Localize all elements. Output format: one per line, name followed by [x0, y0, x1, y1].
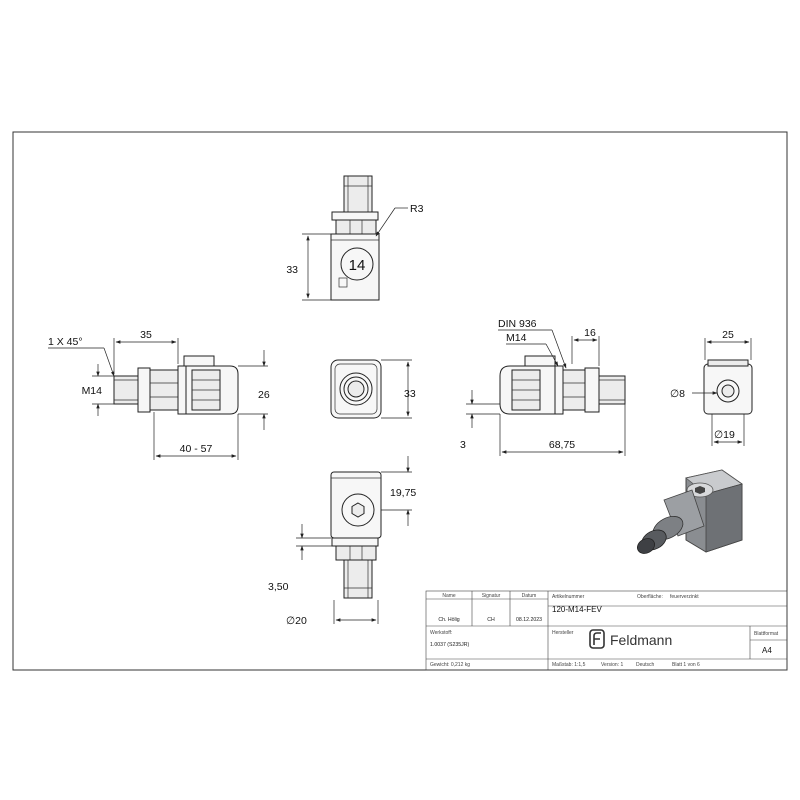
tb-label-sprache: Deutsch: [636, 662, 655, 668]
top-height-label: 33: [286, 264, 298, 276]
tb-label-version: Version: 1: [601, 662, 623, 668]
title-block: Name Signatur Datum Ch. Hölig CH 08.12.2…: [425, 590, 788, 671]
right-din-label: DIN 936: [498, 318, 537, 330]
left-length-label: 40 - 57: [180, 443, 213, 455]
tb-label-oberflaeche: Oberfläche:: [637, 594, 663, 600]
left-thread-label: M14: [82, 385, 103, 397]
tb-label-blatt: Blatt 1 von 6: [672, 662, 700, 668]
tb-value-name: Ch. Hölig: [438, 617, 459, 623]
feldmann-logo-icon: [589, 629, 605, 649]
side-view: 25 ∅8 ∅19: [670, 329, 753, 446]
bottom-offset-label: 3,50: [268, 581, 289, 593]
tb-label-hersteller: Hersteller: [552, 630, 574, 636]
tb-value-datum: 08.12.2023: [516, 617, 542, 623]
side-dia-label: ∅19: [714, 429, 735, 441]
tb-value-artikel: 120-M14-FEV: [552, 605, 602, 614]
tb-value-oberflaeche: feuerverzinkt: [670, 594, 699, 600]
side-width-label: 25: [722, 329, 734, 341]
top-badge-number: 14: [349, 257, 366, 274]
right-thread-label: M14: [506, 332, 527, 344]
right-view: DIN 936 M14 16 3 68,75: [460, 318, 626, 456]
right-offset-label: 3: [460, 439, 466, 451]
tb-value-blattformat: A4: [762, 646, 772, 655]
bottom-dia-label: ∅20: [286, 615, 307, 627]
front-view: 33: [330, 359, 416, 419]
tb-label-massstab: Maßstab: 1:1,5: [552, 662, 586, 668]
bottom-height-label: 19,75: [390, 487, 416, 499]
tb-header-datum: Datum: [522, 593, 537, 599]
tb-value-signatur: CH: [487, 617, 495, 623]
tb-label-artikel: Artikelnummer: [552, 594, 585, 600]
tb-label-gewicht: Gewicht: 0,212 kg: [430, 662, 470, 668]
right-length-label: 68,75: [549, 439, 575, 451]
drawing-frame: [12, 131, 788, 671]
front-height-label: 33: [404, 388, 416, 400]
isometric-render: [637, 469, 743, 554]
tb-label-blattformat: Blattformat: [754, 631, 779, 637]
tb-label-werkstoff: Werkstoff:: [430, 630, 452, 636]
side-bore-label: ∅8: [670, 388, 685, 400]
top-r3-label: R3: [410, 203, 424, 215]
left-height-label: 26: [258, 389, 270, 401]
top-view: 14 33 R3: [286, 175, 424, 301]
left-chamfer-label: 1 X 45°: [48, 336, 83, 348]
left-view: 35 1 X 45° M14 26 40 - 57: [48, 329, 270, 460]
right-width-label: 16: [584, 327, 596, 339]
tb-header-name: Name: [442, 593, 456, 599]
tb-value-werkstoff: 1.0037 (S235JR): [430, 642, 469, 648]
tb-header-signatur: Signatur: [482, 593, 501, 599]
bottom-view: 19,75 3,50 ∅20: [268, 456, 416, 627]
left-thread-length-label: 35: [140, 329, 152, 341]
brand-name: Feldmann: [610, 632, 672, 648]
